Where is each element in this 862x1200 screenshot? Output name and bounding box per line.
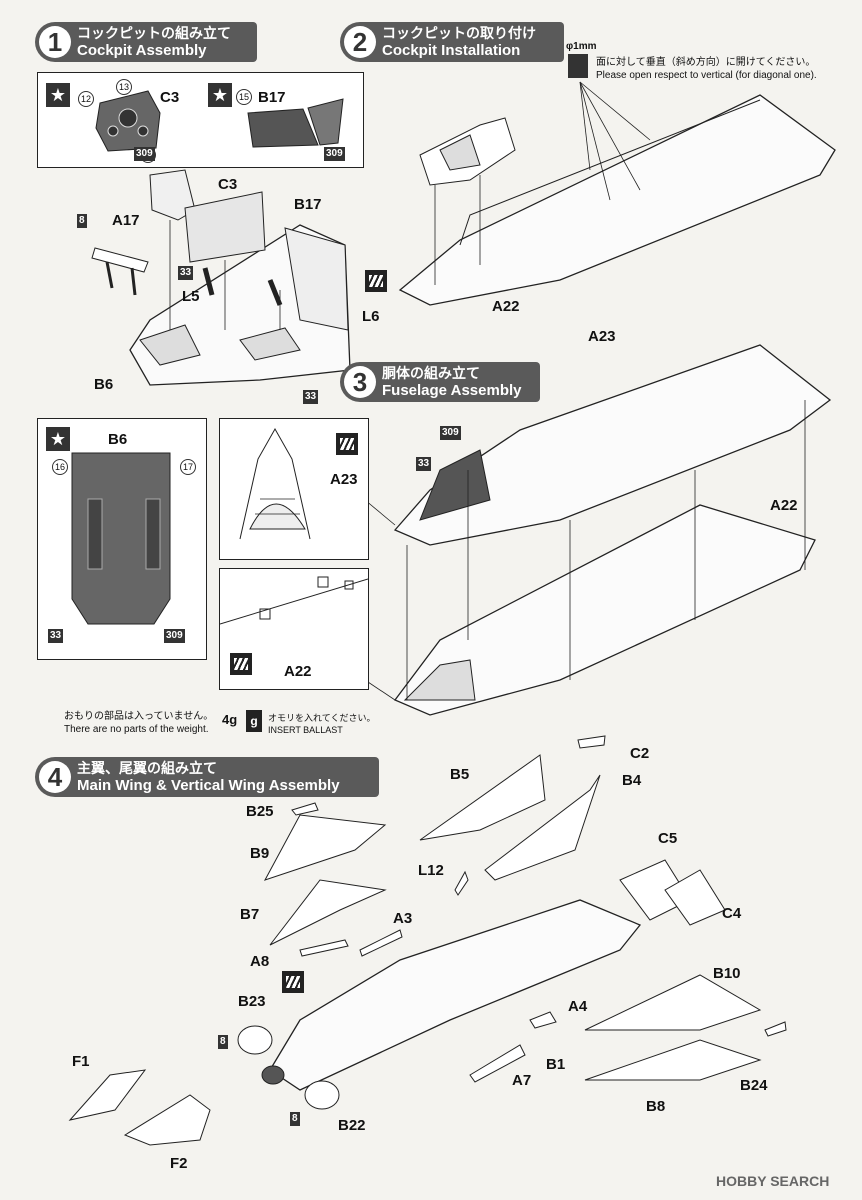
c3-panel-drawing: [95, 90, 344, 152]
step3-banner: 3 胴体の組み立て Fuselage Assembly: [340, 362, 540, 402]
paint-309: 309: [440, 426, 461, 440]
label-b9: B9: [250, 845, 270, 862]
label-b6: B6: [94, 376, 114, 393]
label-l12: L12: [418, 862, 444, 879]
fuselage-assembly-drawing: [364, 344, 832, 716]
label-b24: B24: [740, 1077, 768, 1094]
weight-note-en: There are no parts of the weight.: [64, 724, 209, 735]
step-number: 2: [344, 26, 376, 58]
drill-note-jp: 面に対して垂直（斜め方向）に開けてください。: [596, 57, 816, 68]
step4-banner: 4 主翼、尾翼の組み立て Main Wing & Vertical Wing A…: [35, 757, 379, 797]
label-b25: B25: [246, 803, 274, 820]
label-b8: B8: [646, 1098, 666, 1115]
label-a7: A7: [512, 1072, 532, 1089]
label-a22: A22: [770, 497, 798, 514]
callout-12: 12: [78, 91, 94, 107]
paint-33: 33: [178, 266, 194, 280]
inset-a22: A22: [219, 568, 369, 690]
cockpit-assembly-drawing: [91, 169, 351, 386]
weight-icon: g: [246, 710, 262, 732]
label-c5: C5: [658, 830, 678, 847]
step-title-en: Cockpit Installation: [382, 42, 521, 59]
label-b22: B22: [338, 1117, 366, 1134]
label-c2: C2: [630, 745, 650, 762]
callout-15: 15: [236, 89, 252, 105]
callout-17: 17: [180, 459, 196, 475]
label-a3: A3: [393, 910, 413, 927]
step-title-en: Cockpit Assembly: [77, 42, 207, 59]
paint-icon: [230, 653, 252, 675]
label-b10: B10: [713, 965, 741, 982]
paint-8: 8: [77, 214, 87, 228]
a22-inset-drawing: [220, 576, 368, 625]
step-title-jp: 主翼、尾翼の組み立て: [77, 760, 217, 776]
label-b1: B1: [546, 1056, 566, 1073]
paint-8: 8: [218, 1035, 228, 1049]
step-number: 3: [344, 366, 376, 398]
ballast-en: INSERT BALLAST: [268, 725, 343, 735]
paint-309: 309: [164, 629, 185, 643]
cockpit-installation-drawing: [398, 81, 836, 306]
label-l5: L5: [182, 288, 200, 305]
label-a4: A4: [568, 998, 588, 1015]
b6-panel-drawing: [71, 452, 171, 625]
drill-note-en: Please open respect to vertical (for dia…: [596, 70, 817, 81]
step-title-jp: コックピットの組み立て: [77, 25, 231, 41]
label-b7: B7: [240, 906, 260, 923]
star-icon: ★: [46, 83, 70, 107]
watermark: HOBBY SEARCH: [716, 1173, 830, 1189]
paint-33: 33: [48, 629, 64, 643]
step-number: 1: [39, 26, 71, 58]
step1-banner: 1 コックピットの組み立て Cockpit Assembly: [35, 22, 257, 62]
label-a22: A22: [284, 663, 312, 680]
paint-309: 309: [134, 147, 155, 161]
paint-33: 33: [416, 457, 432, 471]
label-c4: C4: [722, 905, 742, 922]
label-b17: B17: [258, 89, 286, 106]
label-a17: A17: [112, 212, 140, 229]
label-c3: C3: [218, 176, 238, 193]
label-b6: B6: [108, 431, 128, 448]
label-c3: C3: [160, 89, 180, 106]
step-title-jp: 胴体の組み立て: [382, 365, 480, 381]
star-icon: ★: [208, 83, 232, 107]
label-b23: B23: [238, 993, 266, 1010]
paint-icon: [282, 971, 304, 993]
paint-8: 8: [290, 1112, 300, 1126]
ballast-jp: オモリを入れてください。: [268, 713, 376, 723]
weight-note-jp: おもりの部品は入っていません。: [64, 711, 214, 722]
step2-banner: 2 コックピットの取り付け Cockpit Installation: [340, 22, 564, 62]
label-b5: B5: [450, 766, 470, 783]
paint-33: 33: [303, 390, 319, 404]
label-b4: B4: [622, 772, 642, 789]
drill-icon: [568, 54, 588, 78]
step-number: 4: [39, 761, 71, 793]
paint-309: 309: [324, 147, 345, 161]
a23-inset-drawing: [239, 427, 311, 540]
label-a22: A22: [492, 298, 520, 315]
callout-13: 13: [116, 79, 132, 95]
label-f2: F2: [170, 1155, 188, 1172]
callout-16: 16: [52, 459, 68, 475]
inset-a23: A23: [219, 418, 369, 560]
paint-icon: [336, 433, 358, 455]
step-title-en: Main Wing & Vertical Wing Assembly: [77, 777, 340, 794]
star-icon: ★: [46, 427, 70, 451]
step-title-jp: コックピットの取り付け: [382, 25, 536, 41]
label-a23: A23: [588, 328, 616, 345]
decal-box-c3-b17: ★ 12 13 14 C3 309 ★ 15 B17 309: [37, 72, 364, 168]
label-a23: A23: [330, 471, 358, 488]
drill-size: φ1mm: [566, 41, 597, 52]
step-title-en: Fuselage Assembly: [382, 382, 522, 399]
label-l6: L6: [362, 308, 380, 325]
paint-icon: [365, 270, 387, 292]
label-f1: F1: [72, 1053, 90, 1070]
label-b17: B17: [294, 196, 322, 213]
label-a8: A8: [250, 953, 270, 970]
b6-decal-box: ★ B6 16 17 33 309: [37, 418, 207, 660]
weight-amount: 4g: [222, 712, 238, 727]
